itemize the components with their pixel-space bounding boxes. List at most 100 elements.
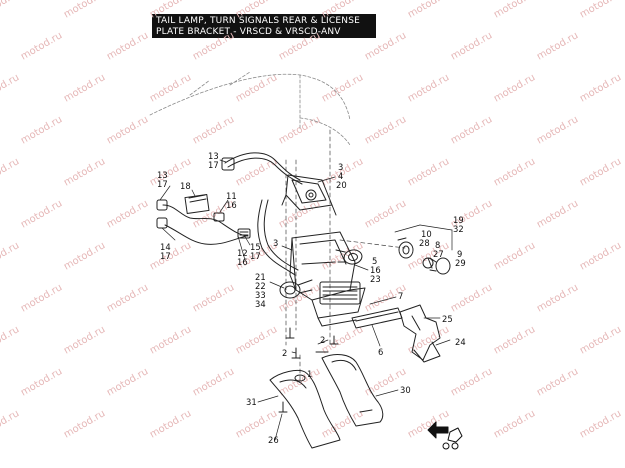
callout-3: 3 [273,238,278,248]
callout-23: 23 [370,274,381,284]
callout-6: 6 [378,347,383,357]
callout-16: 16 [370,265,381,275]
watermark-text: motod.ru [492,324,537,356]
watermark-text: motod.ru [449,366,494,398]
callout-34: 34 [255,299,266,309]
callout-19: 19 [453,215,464,225]
callout-27: 27 [433,249,444,259]
watermark-text: motod.ru [277,30,322,62]
callout-22: 22 [255,281,266,291]
callout-14: 14 [160,242,171,252]
watermark-text: motod.ru [578,408,623,440]
callout-13: 13 [208,151,219,161]
watermark-text: motod.ru [578,72,623,104]
callout-17: 17 [208,160,219,170]
callout-15: 15 [250,242,261,252]
watermark-text: motod.ru [105,282,150,314]
callout-17: 17 [250,251,261,261]
watermark-text: motod.ru [449,30,494,62]
watermark-text: motod.ru [148,324,193,356]
callout-20: 20 [336,180,347,190]
tail-lamp-housing [281,174,337,216]
watermark-text: motod.ru [62,324,107,356]
watermark-text: motod.ru [406,72,451,104]
watermark-text: motod.ru [234,0,279,21]
watermark-text: motod.ru [578,240,623,272]
watermark-text: motod.ru [191,366,236,398]
watermark-text: motod.ru [0,72,21,104]
watermark-text: motod.ru [535,366,580,398]
watermark-text: motod.ru [19,114,64,146]
watermark-text: motod.ru [492,408,537,440]
diagram-title-line-1: TAIL LAMP, TURN SIGNALS REAR & LICENSE [156,16,360,26]
watermark-text: motod.ru [0,0,21,21]
watermark-text: motod.ru [105,198,150,230]
watermark-text: motod.ru [578,156,623,188]
callout-10: 10 [421,229,432,239]
watermark-text: motod.ru [62,72,107,104]
callout-29: 29 [455,258,466,268]
right-turn-signal [335,249,363,265]
front-direction-logo [427,421,463,450]
callout-16: 16 [237,257,248,267]
watermark-text: motod.ru [62,0,107,21]
callout-12: 12 [237,248,248,258]
callout-18: 18 [180,181,191,191]
callout-33: 33 [255,290,266,300]
callout-4: 4 [338,171,343,181]
watermark-text: motod.ru [0,324,21,356]
callout-26: 26 [268,435,279,445]
watermark-text: motod.ru [62,240,107,272]
watermark-text: motod.ru [492,240,537,272]
callout-5: 5 [372,256,377,266]
watermark-text: motod.ru [19,30,64,62]
watermark-text: motod.ru [320,0,365,21]
callout-32: 32 [453,224,464,234]
callout-2: 2 [282,348,287,358]
lower-fender-panel-30 [321,354,384,427]
watermark-text: motod.ru [191,282,236,314]
watermark-text: motod.ru [363,30,408,62]
watermark-text: motod.ru [449,282,494,314]
license-plate-housing [289,231,366,327]
rear-fender-outline [149,71,351,146]
diagram-title-line-2: PLATE BRACKET - VRSCD & VRSCD-ANV [156,26,341,37]
watermark-text: motod.ru [492,72,537,104]
watermark-text: motod.ru [19,198,64,230]
wire-connectors [213,212,251,239]
watermark-text: motod.ru [19,366,64,398]
watermark-text: motod.ru [105,30,150,62]
callout-8: 8 [435,240,440,250]
watermark-text: motod.ru [148,408,193,440]
watermark-text: motod.ru [105,114,150,146]
watermark-text: motod.ru [578,324,623,356]
watermark-text: motod.ru [406,0,451,21]
watermark-text: motod.ru [578,0,623,21]
watermark-text: motod.ru [535,114,580,146]
watermark-text: motod.ru [320,408,365,440]
watermark-text: motod.ru [406,408,451,440]
watermark-text: motod.ru [0,240,21,272]
turn-signal-lens-set [397,237,451,275]
watermark-text: motod.ru [492,156,537,188]
callout-28: 28 [419,238,430,248]
callout-17: 17 [160,251,171,261]
callout-leader-lines [159,159,453,441]
callout-25: 25 [442,314,453,324]
watermark-text: motod.ru [277,114,322,146]
callout-7: 7 [398,291,403,301]
watermark-text: motod.ru [492,0,537,21]
watermark-text: motod.ru [191,30,236,62]
watermark-text: motod.ru [19,282,64,314]
watermark-text: motod.ru [0,408,21,440]
watermark-text: motod.ru [449,114,494,146]
watermark-text: motod.ru [363,114,408,146]
callout-17: 17 [157,179,168,189]
license-plate-bracket [399,304,441,363]
watermark-text: motod.ru [105,366,150,398]
watermark-text: motod.ru [363,198,408,230]
mounting-screws [278,327,339,413]
callout-2: 2 [320,335,325,345]
